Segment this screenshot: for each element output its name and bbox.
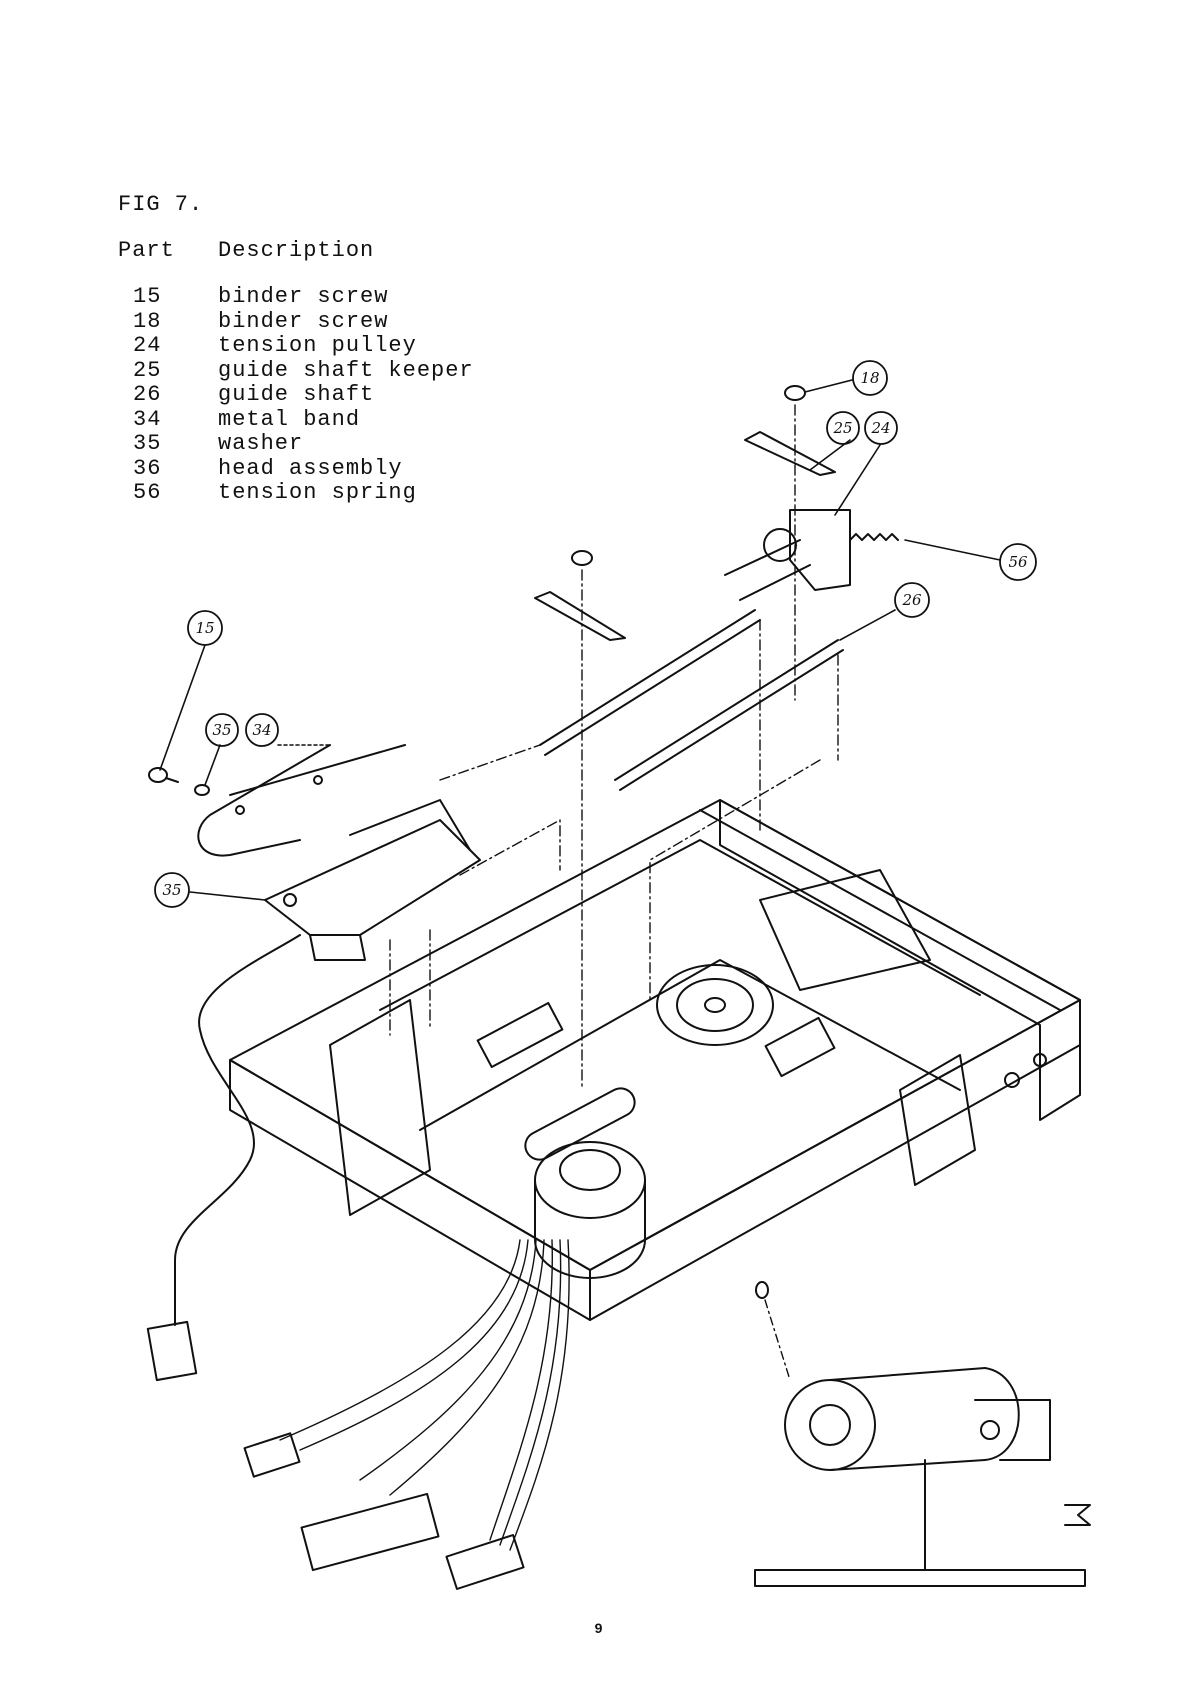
callout-25-label: 25 — [832, 419, 852, 437]
inset-hole — [981, 1421, 999, 1439]
callouts: 18 25 24 56 26 15 35 34 35 — [155, 361, 1036, 907]
pulley-arm-2 — [740, 565, 810, 600]
callout-18: 18 — [853, 361, 887, 395]
leader-18 — [805, 380, 852, 392]
head-pivot — [284, 894, 296, 906]
metal-band-34 — [198, 745, 405, 856]
chassis — [230, 800, 1080, 1320]
callout-56: 56 — [1000, 544, 1036, 580]
head-carriage-side — [310, 935, 365, 960]
guide-shaft-keeper-left — [535, 592, 625, 640]
callout-24-label: 24 — [870, 419, 890, 437]
washer-35 — [195, 785, 209, 795]
binder-screw-18 — [785, 386, 805, 400]
connectors — [148, 1322, 524, 1589]
tension-spring-56 — [850, 534, 898, 540]
connector-plug — [245, 1433, 300, 1476]
inset-bracket — [975, 1400, 1050, 1460]
guide-shaft-2-edge — [620, 650, 843, 790]
callout-56-label: 56 — [1008, 553, 1028, 571]
callout-18-label: 18 — [860, 369, 879, 387]
head-bracket — [350, 800, 470, 850]
harness-wire — [300, 1240, 528, 1450]
assembly-line — [650, 760, 820, 1000]
callout-25: 25 — [827, 412, 859, 444]
metal-band-loop — [198, 745, 330, 856]
inset-motor — [985, 1368, 1019, 1460]
inset-base-rail — [755, 1570, 1085, 1586]
tension-pulley-24 — [725, 510, 850, 600]
callout-35-lower: 35 — [155, 873, 189, 907]
spindle-outer-ring — [657, 965, 773, 1045]
motor-body — [535, 1180, 645, 1278]
inset-pulley-outer — [785, 1380, 875, 1470]
leader-35b — [190, 892, 265, 900]
callout-15-label: 15 — [195, 619, 214, 637]
harness-wire — [280, 1240, 520, 1440]
callout-26: 26 — [895, 583, 929, 617]
inset-m-mark — [1065, 1505, 1090, 1525]
callout-35-upper: 35 — [206, 714, 238, 746]
wiring-harness — [280, 1240, 569, 1550]
band-hole-2 — [314, 776, 322, 784]
chassis-top-face — [230, 800, 1080, 1270]
guide-shaft-2 — [615, 640, 838, 780]
spindle-motor — [535, 965, 773, 1278]
chassis-rear-wall — [720, 800, 1080, 1120]
leader-56 — [905, 540, 1000, 560]
motor-cap — [560, 1150, 620, 1190]
binder-screw-15 — [149, 768, 178, 782]
screw-head — [149, 768, 167, 782]
head-cable — [175, 935, 300, 1325]
leader-35a — [205, 745, 220, 785]
connector-plug-wide — [302, 1494, 439, 1570]
assembly-line — [440, 745, 540, 780]
callout-35-lower-label: 35 — [162, 881, 181, 899]
head-carriage — [265, 820, 480, 935]
guide-shaft-keeper-25 — [745, 432, 835, 475]
leader-lines — [160, 380, 1000, 900]
pulley-bracket — [790, 510, 850, 590]
chassis-right-bracket — [900, 1055, 975, 1185]
leader-24 — [835, 445, 880, 515]
callout-24: 24 — [865, 412, 897, 444]
callout-34-label: 34 — [252, 721, 271, 739]
harness-wire — [390, 1240, 544, 1495]
callout-34: 34 — [246, 714, 278, 746]
connector-block — [766, 1018, 835, 1076]
chassis-rear-rail — [700, 810, 1060, 1010]
motor-top — [535, 1142, 645, 1218]
page-number: 9 — [0, 1620, 1197, 1636]
head-cable-plug — [148, 1322, 196, 1380]
callout-15: 15 — [188, 611, 222, 645]
inset-detail — [755, 1282, 1090, 1586]
band-hole — [236, 806, 244, 814]
callout-35-upper-label: 35 — [212, 721, 231, 739]
harness-wire — [490, 1240, 552, 1540]
callout-26-label: 26 — [901, 591, 922, 609]
inset-screw-line — [765, 1300, 790, 1380]
assembly-line — [460, 820, 560, 875]
inset-pulley-inner — [810, 1405, 850, 1445]
chassis-left-bracket — [330, 1000, 430, 1215]
leader-15 — [160, 645, 205, 770]
binder-screw-upper — [572, 551, 592, 565]
spindle-hub — [705, 998, 725, 1012]
spindle-inner-ring — [677, 979, 753, 1031]
guide-shafts-26 — [540, 610, 843, 790]
inset-screw — [756, 1282, 768, 1298]
inset-belt — [830, 1368, 985, 1470]
guide-shaft-edge — [545, 620, 760, 755]
slot-plate-2 — [520, 1083, 639, 1164]
leader-26 — [840, 610, 895, 640]
screw-shank — [166, 778, 178, 782]
